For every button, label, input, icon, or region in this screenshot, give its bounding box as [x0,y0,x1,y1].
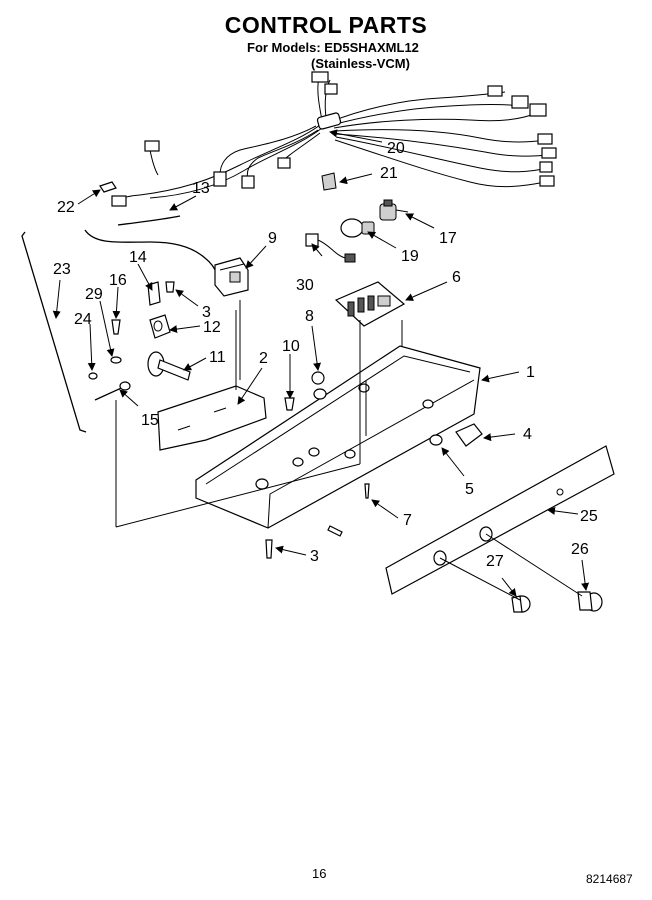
callout-12: 12 [203,319,221,336]
callout-arrows [52,129,590,597]
callout-26: 26 [571,541,589,558]
part-10-screw [284,397,295,411]
callout-3-upper: 3 [202,304,211,321]
callout-16: 16 [109,272,127,289]
callout-20: 20 [387,140,405,157]
part-9-switch [214,257,249,297]
variant-line: (Stainless-VCM) [311,56,410,71]
callout-labels: 1 2 3 3 4 5 6 7 8 9 10 11 12 13 14 15 16… [53,140,598,570]
part-3-screw-lower [265,539,273,559]
part-12-clip [149,314,171,339]
part-5-light-diffuser [429,434,443,446]
callout-23: 23 [53,261,71,278]
callout-8: 8 [305,308,314,325]
part-13-tube-segment [117,215,181,226]
part-30-wire-connector [305,233,356,263]
part-17-lamp-socket [379,199,409,221]
callout-2: 2 [259,350,268,367]
callout-13: 13 [192,180,210,197]
part-16-screw [111,319,121,335]
document-number: 8214687 [586,872,633,886]
part-19-bulb [340,218,375,238]
part-29-washer [110,356,122,364]
callout-3-lower: 3 [310,548,319,565]
callout-6: 6 [452,269,461,286]
part-11-knob-shaft [147,351,191,381]
wire-harness [111,71,557,207]
part-6-control-board [334,281,406,327]
part-4-bracket [455,423,483,447]
callout-7: 7 [403,512,412,529]
callout-9: 9 [268,230,277,247]
page-title: CONTROL PARTS [224,12,428,38]
part-2-bracket [157,385,267,451]
part-21-clip [321,172,337,191]
callout-22: 22 [57,199,75,216]
callout-4: 4 [523,426,532,443]
part-13-tube [84,229,221,279]
part-24-washer [88,372,98,380]
callout-17: 17 [439,230,457,247]
callout-5: 5 [465,481,474,498]
callout-27: 27 [486,553,504,570]
callout-14: 14 [129,249,147,266]
part-3-screw-lower-b [327,525,343,537]
callout-15: 15 [141,412,159,429]
page-number: 16 [312,866,327,881]
callout-21: 21 [380,165,398,182]
callout-30: 30 [296,277,314,294]
part-15-linkage [94,381,131,401]
callout-29: 29 [85,286,103,303]
part-8-grommet [311,371,325,385]
callout-1: 1 [526,364,535,381]
part-3-screw-upper [165,281,175,293]
part-22-clip [99,181,117,193]
callout-25: 25 [580,508,598,525]
callout-11: 11 [209,349,226,366]
models-line: For Models: ED5SHAXML12 [247,40,419,55]
part-26-knob [577,591,603,612]
callout-10: 10 [282,338,300,355]
part-1-control-housing [195,345,481,529]
part-7-screw [364,483,370,499]
callout-19: 19 [401,248,419,265]
reference-lines [115,300,583,601]
part-27-knob [511,595,531,613]
part-23-rod [21,231,87,433]
callout-24: 24 [74,311,92,328]
